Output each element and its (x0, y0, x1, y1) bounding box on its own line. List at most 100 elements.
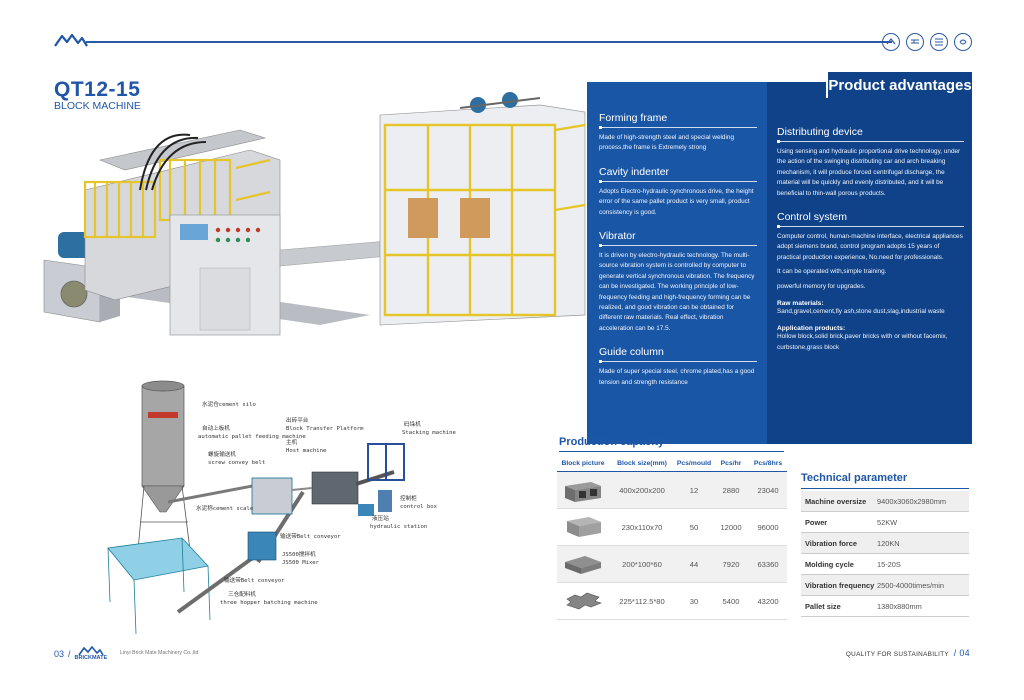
label-hydraulic: 液压站 (372, 516, 389, 522)
adv-text: Made of super special steel, chrome plat… (599, 368, 755, 386)
cell-mould: 44 (689, 559, 699, 569)
adv-text: It is driven by electro-hydraulic techno… (599, 252, 755, 332)
adv-rule (777, 140, 964, 143)
label-cement-silo: 水泥仓cement silo (202, 402, 256, 408)
label-screw-conveyor: 螺旋输送机 (208, 452, 236, 458)
cell-8hrs: 63360 (757, 559, 779, 569)
technical-title: Technical parameter (801, 472, 908, 484)
label-transfer-platform: 出砖平台 (286, 418, 309, 424)
cell-mould: 12 (689, 485, 699, 495)
adv-rule (599, 244, 757, 248)
adv-vibrator: Vibrator It is driven by electro-hydraul… (599, 230, 757, 334)
label-pallet-feeding: 自动上板机 (202, 426, 230, 432)
raw-materials-text: Sand,gravel,cement,fly ash,stone dust,sl… (777, 308, 945, 316)
label-control-box: 控制柜 (400, 496, 417, 502)
label-transfer-platform-en: Block Transfer Platform (286, 426, 364, 432)
cell-mould: 30 (689, 596, 699, 606)
param-key: Machine oversize (805, 496, 867, 506)
adv-control-system: Control system Computer control, human-m… (777, 211, 964, 353)
hollow-block-icon (565, 482, 601, 502)
adv-text: Using sensing and hydraulic proportional… (777, 148, 961, 197)
adv-rule (599, 179, 757, 183)
adv-heading: Control system (777, 211, 848, 224)
block-machine-illustration (43, 92, 586, 336)
param-value: 120KN (877, 538, 900, 548)
param-value: 9400x3060x2980mm (877, 496, 947, 506)
col-block-picture: Block picture (561, 460, 605, 467)
label-hydraulic-en: hydraulic station (370, 524, 428, 530)
label-mixer: JS500搅拌机 (282, 552, 316, 558)
cell-size: 200*100*60 (622, 559, 662, 569)
adv-text: Adopts Electro-hydraulic synchronous dri… (599, 187, 754, 216)
capacity-rows: 400x200x200 12 2880 23040 230x110x70 50 … (557, 472, 787, 620)
label-belt-conveyor-2: 输送带Belt conveyor (224, 578, 285, 584)
cell-hr: 12000 (720, 522, 742, 532)
col-pcs-mould: Pcs/mould (676, 460, 712, 467)
table-row: 400x200x200 12 2880 23040 (557, 472, 787, 509)
footer-right: QUALITY FOR SUSTAINABILITY / 04 (845, 648, 970, 658)
label-stacking-en: Stacking machine (402, 430, 456, 436)
header-rule (86, 41, 892, 43)
advantages-panel-left: Forming frame Made of high-strength stee… (587, 82, 767, 444)
footer-slogan: QUALITY FOR SUSTAINABILITY (845, 651, 949, 658)
footer-company: Linyi Brick Mate Machinery Co.,ltd (120, 650, 199, 656)
adv-heading: Cavity indenter (599, 165, 670, 178)
param-key: Power (805, 517, 828, 527)
brick-pattern-icon-2 (906, 33, 924, 51)
cell-hr: 5400 (722, 596, 740, 606)
application-label: Application products: (777, 325, 846, 333)
header-icon-group (882, 33, 972, 51)
adv-text: Computer control, human-machine interfac… (777, 233, 963, 261)
param-value: 2500-4000times/min (877, 580, 944, 590)
adv-rule (777, 225, 964, 229)
capacity-header-row: Block picture Block size(mm) Pcs/mould P… (557, 456, 787, 472)
footer-brand: BRICKMATE (74, 655, 108, 661)
cell-size: 230x110x70 (621, 522, 663, 532)
adv-heading: Guide column (599, 346, 664, 359)
technical-rule (801, 488, 969, 489)
brick-pattern-icon-4 (954, 33, 972, 51)
product-model: QT12-15 (54, 78, 141, 101)
brickmate-logo-icon (54, 33, 88, 47)
adv-distributing-device: Distributing device Using sensing and hy… (777, 126, 964, 199)
label-batching-en: three hopper batching machine (220, 600, 318, 606)
adv-heading: Vibrator (599, 230, 636, 243)
capacity-rule (559, 451, 784, 452)
advantages-title: Product advantages (826, 70, 972, 98)
label-host-en: Host machine (286, 448, 327, 454)
production-line-layout-diagram (107, 380, 405, 635)
paver-block-icon (565, 556, 601, 574)
label-screw-conveyor-en: screw convey belt (208, 460, 266, 466)
table-row: 200*100*60 44 7920 63360 (557, 546, 787, 583)
label-mixer-en: JS500 Mixer (282, 560, 320, 566)
param-value: 15-20S (877, 559, 901, 569)
cell-8hrs: 43200 (757, 596, 779, 606)
label-cement-scale: 水泥称cement scale (196, 506, 254, 512)
capacity-title: Production capacity (559, 436, 665, 448)
param-key: Pallet size (805, 601, 841, 611)
adv-forming-frame: Forming frame Made of high-strength stee… (599, 112, 757, 154)
capacity-table: Block picture Block size(mm) Pcs/mould P… (557, 456, 787, 620)
page-number-right: 04 (959, 648, 970, 658)
adv-heading: Distributing device (777, 126, 863, 138)
brickmate-logo-icon (78, 646, 104, 656)
adv-guide-column: Guide column Made of super special steel… (599, 346, 757, 388)
cell-hr: 7920 (722, 559, 740, 569)
cell-size: 225*112.5*80 (619, 596, 665, 606)
param-key: Vibration force (805, 538, 858, 548)
cell-mould: 50 (689, 522, 699, 532)
advantages-panel-right: Distributing device Using sensing and hy… (767, 82, 972, 444)
label-host: 主机 (286, 440, 298, 446)
solid-brick-icon (567, 517, 601, 537)
cell-size: 400x200x200 (619, 485, 665, 495)
adv-text: It can be operated with,simple training. (777, 268, 887, 276)
col-pcs-8hrs: Pcs/8hrs (753, 460, 783, 467)
col-block-size: Block size(mm) (617, 460, 667, 467)
brick-pattern-icon-3 (930, 33, 948, 51)
adv-rule (599, 360, 757, 364)
interlock-paver-icon (566, 592, 602, 610)
